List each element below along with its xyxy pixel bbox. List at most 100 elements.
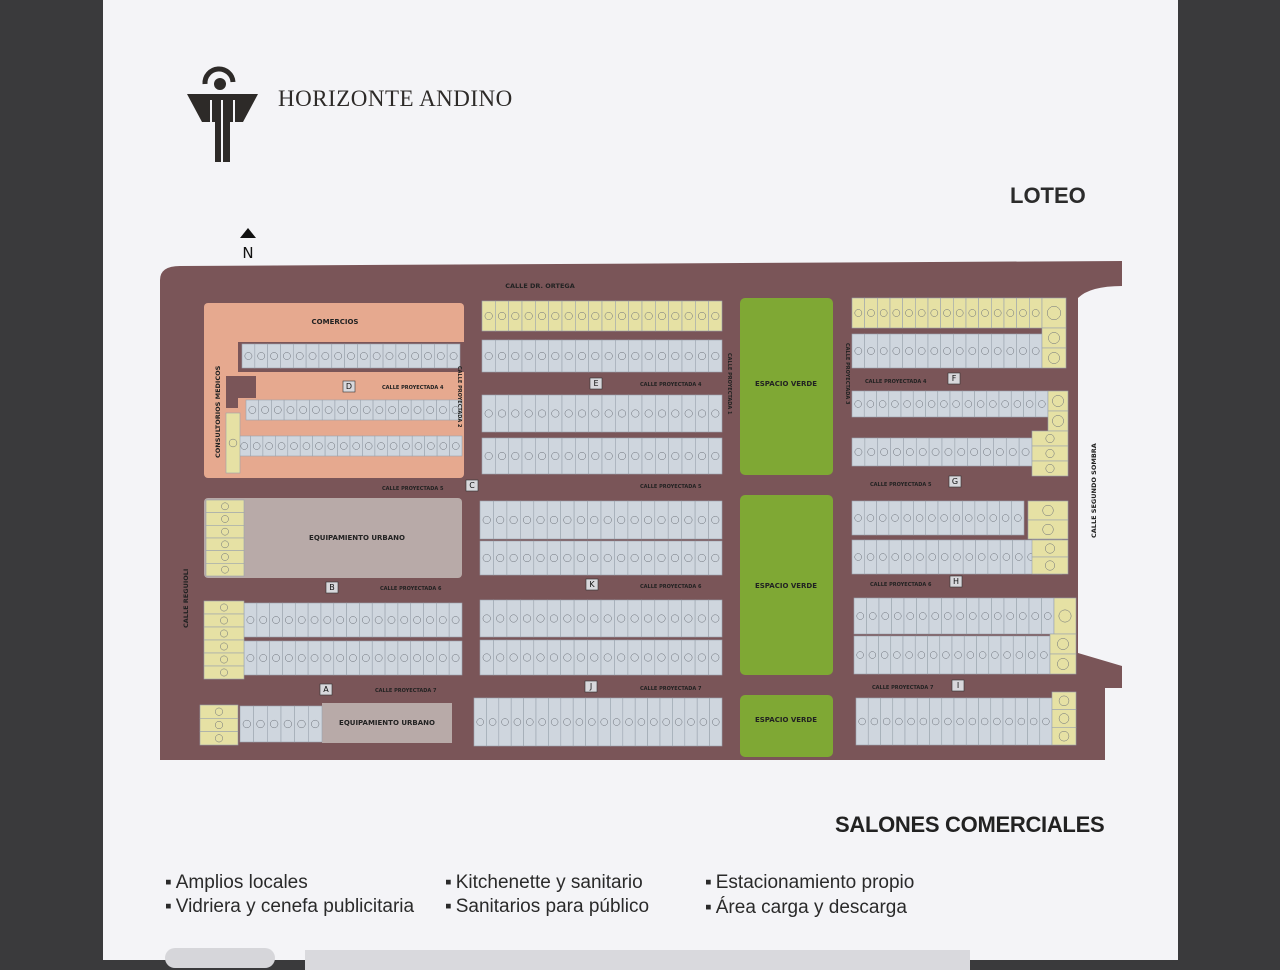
lot-marker: [644, 553, 653, 563]
lot-marker: [969, 612, 977, 620]
lot: [423, 399, 437, 421]
lot-marker: [246, 654, 255, 662]
block-badge: [951, 679, 965, 692]
lot: [320, 640, 335, 676]
lot: [575, 437, 589, 475]
lot: [890, 437, 904, 467]
lot-marker: [956, 717, 964, 726]
lot: [888, 500, 902, 536]
lot-marker: [989, 514, 997, 522]
lot-marker: [590, 614, 599, 623]
lot-marker: [591, 312, 600, 320]
green-space-3: [740, 695, 833, 757]
lot: [654, 599, 669, 638]
lot-marker: [617, 553, 626, 563]
lot-marker: [866, 400, 875, 408]
lot-marker: [674, 718, 683, 726]
lot-marker: [644, 452, 653, 460]
lot-marker: [684, 352, 693, 360]
lot: [892, 697, 906, 746]
lot: [628, 437, 643, 475]
lot: [479, 599, 494, 638]
lot-marker: [1052, 395, 1064, 407]
lot: [1053, 597, 1077, 635]
lot: [262, 435, 276, 457]
lot: [294, 705, 309, 743]
lot-marker: [895, 717, 903, 726]
lot: [399, 435, 413, 457]
lot-marker: [944, 717, 952, 726]
lot-marker: [630, 614, 639, 623]
lot: [324, 435, 338, 457]
lot: [346, 640, 360, 676]
lot-marker: [604, 312, 613, 320]
lot: [863, 500, 877, 536]
lot: [548, 437, 563, 475]
lot-marker: [340, 442, 348, 450]
lot: [614, 500, 629, 540]
lot-marker: [658, 312, 666, 320]
lot-marker: [618, 452, 626, 460]
lot-marker: [953, 553, 961, 561]
street-top: CALLE DR. ORTEGA: [505, 282, 575, 290]
lot-marker: [631, 452, 640, 460]
lot-marker: [575, 718, 584, 726]
lot: [655, 300, 669, 332]
block-badge: [465, 479, 479, 492]
lot: [1031, 430, 1069, 447]
lot: [205, 499, 245, 513]
lot-marker: [1048, 352, 1060, 364]
lot-marker: [856, 612, 864, 620]
lot: [668, 437, 683, 475]
lot-marker: [220, 668, 228, 677]
lot-marker: [389, 442, 398, 450]
block-letter-f: F: [952, 374, 957, 383]
lot-marker: [617, 653, 626, 662]
lot-marker: [1031, 309, 1040, 317]
lot: [939, 635, 953, 675]
lot-marker: [377, 442, 385, 450]
lot: [199, 731, 239, 746]
lot-marker: [905, 347, 913, 355]
lot-marker: [327, 442, 336, 450]
lot: [320, 602, 335, 638]
lot-marker: [252, 442, 261, 450]
lot-marker: [1015, 553, 1023, 561]
lot: [855, 697, 869, 746]
lot: [506, 599, 521, 638]
lot-marker: [631, 409, 640, 418]
lot-marker: [711, 515, 720, 525]
lot-marker: [551, 312, 560, 320]
lot-marker: [362, 406, 371, 414]
lot: [1037, 635, 1051, 675]
lot: [965, 697, 979, 746]
feature-1: Amplios locales: [165, 872, 308, 894]
lot-marker: [644, 312, 653, 320]
lot-marker: [1019, 309, 1027, 317]
lot-marker: [221, 540, 229, 549]
lot: [280, 343, 294, 369]
lot: [694, 500, 709, 540]
lot: [588, 394, 603, 433]
lot: [387, 435, 401, 457]
lot: [1012, 539, 1026, 575]
lot: [588, 437, 603, 475]
block-badge: [584, 680, 598, 693]
lot: [283, 399, 298, 421]
lot-grid: [199, 297, 1077, 747]
lot-marker: [536, 515, 545, 525]
lot-marker: [1027, 651, 1036, 659]
lot-marker: [905, 309, 913, 317]
lot-marker: [228, 438, 238, 448]
lot: [672, 697, 686, 747]
lot: [614, 599, 629, 638]
lot: [275, 435, 289, 457]
lot-marker: [414, 442, 423, 450]
lot: [436, 640, 450, 676]
lot-marker: [684, 653, 693, 662]
lot-marker: [536, 653, 545, 662]
lot-marker: [563, 653, 572, 662]
lot: [424, 435, 438, 457]
lot: [851, 297, 865, 329]
lot-marker: [712, 718, 720, 726]
